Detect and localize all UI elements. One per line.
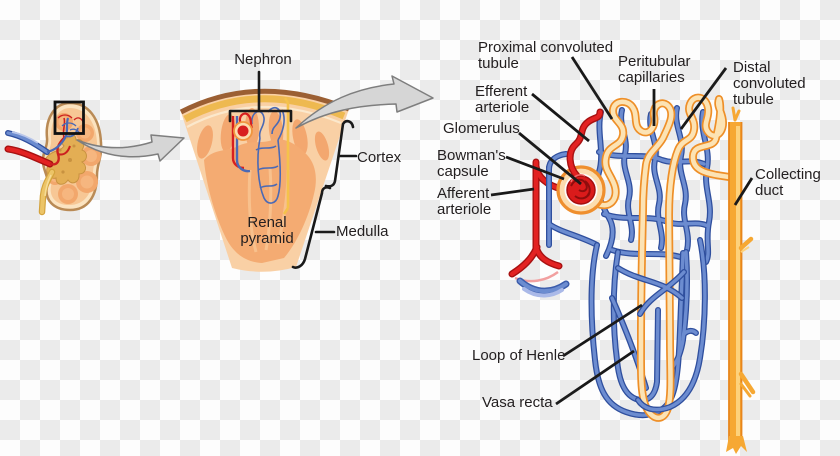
collecting-duct-shape (726, 106, 756, 454)
label-nephron: Nephron (234, 51, 292, 68)
label-efferent-arteriole: Efferent arteriole (475, 83, 530, 116)
renal-artery (4, 117, 71, 168)
pointer-collecting-duct (733, 177, 754, 206)
pointer-afferent-arteriole (490, 187, 535, 197)
zoom-arrow-pyramid-to-nephron (295, 75, 434, 129)
label-proximal-convoluted-tubule: Proximal convoluted tubule (478, 39, 614, 72)
nephron-bracket (228, 70, 293, 123)
zoom-arrow-kidney-to-pyramid (76, 134, 185, 162)
label-loop-of-henle: Loop of Henle (472, 347, 566, 364)
pointer-loop-of-henle (562, 303, 643, 358)
label-distal-convoluted-tubule: Distal convoluted tubule (733, 59, 806, 108)
label-peritubular-capillaries: Peritubular capillaries (618, 53, 691, 86)
mini-nephron (231, 97, 290, 215)
label-afferent-arteriole: Afferent arteriole (437, 185, 492, 218)
cortex-bracket (324, 119, 358, 188)
label-vasa-recta: Vasa recta (482, 394, 553, 411)
pointer-vasa-recta (555, 349, 635, 406)
pointer-glomerulus (518, 131, 582, 186)
label-glomerulus: Glomerulus (443, 120, 520, 137)
medulla-bracket (291, 186, 336, 269)
pointer-bowmans-capsule (505, 155, 565, 181)
vasa-recta-overlay (618, 240, 705, 410)
label-bowmans-capsule: Bowman's capsule (437, 147, 506, 180)
label-renal-pyramid: Renal pyramid (240, 214, 294, 247)
renal-vein (5, 117, 79, 155)
glomerulus-ball (566, 174, 596, 205)
pointer-distal-convoluted-tubule (679, 67, 728, 130)
label-cortex: Cortex (357, 149, 402, 166)
pointer-proximal-convoluted-tubule (570, 56, 614, 120)
label-medulla: Medulla (336, 223, 389, 240)
nephron-diagram (490, 56, 756, 454)
ureter (38, 168, 56, 216)
pointer-lines (490, 56, 754, 406)
afferent-arteriole-vessel (512, 162, 562, 283)
pointer-efferent-arteriole (531, 92, 590, 143)
venule-vessel (516, 154, 597, 298)
label-collecting-duct: Collecting duct (755, 166, 821, 199)
kidney-illustration (4, 100, 103, 216)
kidney-highlight-box (53, 100, 85, 135)
